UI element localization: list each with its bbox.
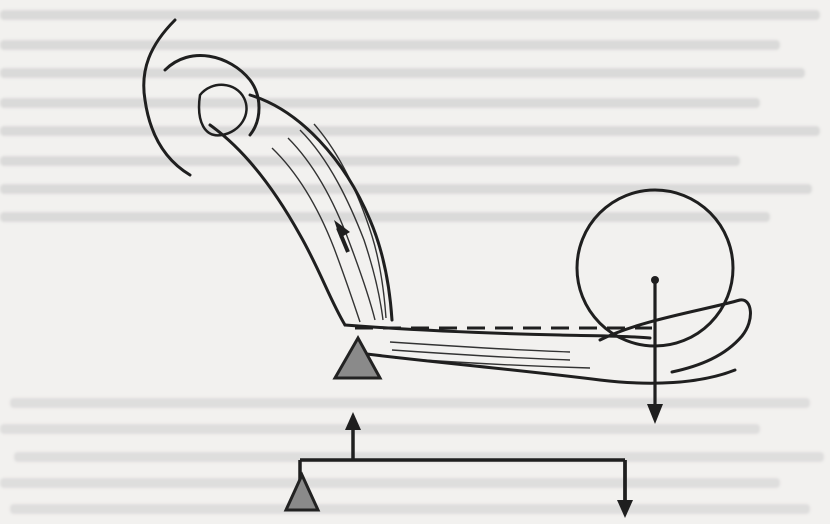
lever-illustration — [0, 0, 830, 524]
faded-background-text — [0, 0, 830, 524]
paper-background — [0, 0, 830, 524]
illustration-page — [0, 0, 830, 524]
